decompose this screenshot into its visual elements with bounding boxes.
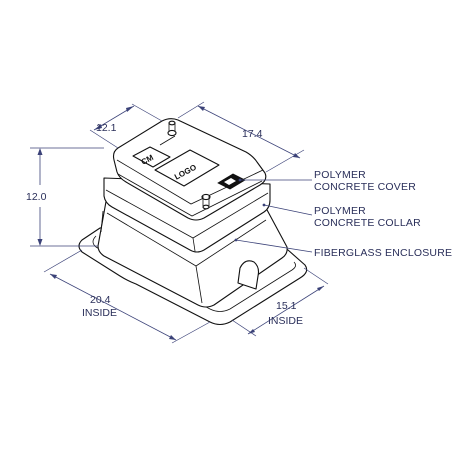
cover-slot-highlight bbox=[224, 178, 236, 185]
inside-length-note: INSIDE bbox=[268, 315, 303, 327]
enclosure-corner-front bbox=[195, 265, 203, 304]
dimension-cover-width: 12.1 bbox=[89, 103, 163, 149]
callout-collar-line1: POLYMER bbox=[314, 205, 366, 217]
cover-logo-plate bbox=[154, 149, 220, 187]
collar-corner bbox=[192, 237, 196, 252]
inside-length-label: 15.1 bbox=[276, 300, 297, 312]
callout-collar-line2: CONCRETE COLLAR bbox=[314, 217, 421, 229]
callout-enclosure-label: FIBERGLASS ENCLOSURE bbox=[314, 247, 452, 259]
cover-width-label: 12.1 bbox=[96, 122, 117, 134]
callout-enclosure: FIBERGLASS ENCLOSURE bbox=[234, 238, 452, 259]
cover-side-edge bbox=[117, 173, 263, 217]
callout-collar: POLYMER CONCRETE COLLAR bbox=[262, 203, 421, 229]
cover-label-plate bbox=[132, 146, 171, 168]
dimension-inside-width: 20.4 INSIDE bbox=[43, 249, 211, 344]
callout-cover: POLYMER CONCRETE COVER bbox=[238, 169, 416, 193]
callout-cover-line2: CONCRETE COVER bbox=[314, 181, 416, 193]
callout-cover-line1: POLYMER bbox=[314, 169, 366, 181]
bolt-rear bbox=[167, 120, 177, 137]
cover-lift-slot bbox=[159, 135, 176, 146]
dimension-cover-length: 17.4 bbox=[177, 101, 305, 173]
enclosure-corner-left bbox=[100, 210, 104, 233]
flange-inner-edge bbox=[92, 235, 296, 312]
dimension-height: 12.0 bbox=[26, 147, 104, 247]
enclosure-cutout bbox=[237, 260, 260, 290]
cover-length-label: 17.4 bbox=[242, 128, 263, 140]
height-dimension-label: 12.0 bbox=[26, 191, 47, 203]
inside-width-note: INSIDE bbox=[82, 307, 117, 319]
inside-width-label: 20.4 bbox=[90, 294, 111, 306]
bolt-front bbox=[201, 193, 211, 210]
dimension-inside-length: 15.1 INSIDE bbox=[231, 267, 329, 337]
box-drawing: CM LOGO bbox=[78, 118, 308, 326]
